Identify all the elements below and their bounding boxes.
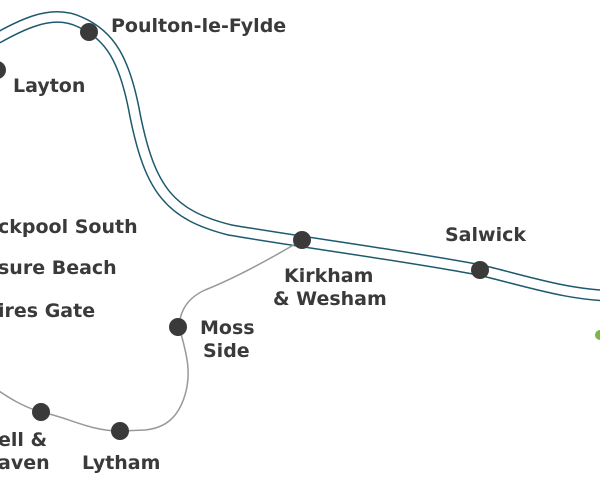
station-dot-ansdell[interactable] (32, 403, 50, 421)
label-ansdell-line2: aven (0, 452, 50, 474)
label-kirkham-line1: Kirkham (284, 265, 373, 287)
station-dot-moss-side[interactable] (169, 318, 187, 336)
station-labels: Poulton-le-Fylde Layton Salwick Kirkham … (0, 15, 526, 474)
label-layton: Layton (13, 75, 85, 97)
label-pleasure-beach: sure Beach (0, 257, 117, 279)
station-dot-kirkham[interactable] (293, 231, 311, 249)
main-line-inner (0, 12, 600, 300)
main-line (0, 10, 600, 302)
label-moss-side-line2: Side (203, 340, 250, 362)
label-ansdell-line1: ell & (0, 429, 47, 451)
label-kirkham-line2: & Wesham (273, 288, 387, 310)
station-dot-layton[interactable] (0, 61, 6, 79)
station-dots (0, 23, 600, 440)
label-poulton: Poulton-le-Fylde (111, 15, 286, 37)
label-moss-side-line1: Moss (200, 317, 255, 339)
label-salwick: Salwick (445, 224, 526, 246)
station-dot-salwick[interactable] (471, 261, 489, 279)
label-blackpool-south: ckpool South (0, 216, 138, 238)
main-line-outline (0, 10, 600, 302)
station-dot-lytham[interactable] (111, 422, 129, 440)
green-marker-dot (595, 330, 600, 340)
label-lytham: Lytham (82, 452, 160, 474)
station-dot-poulton[interactable] (80, 23, 98, 41)
label-squires-gate: ires Gate (0, 300, 95, 322)
